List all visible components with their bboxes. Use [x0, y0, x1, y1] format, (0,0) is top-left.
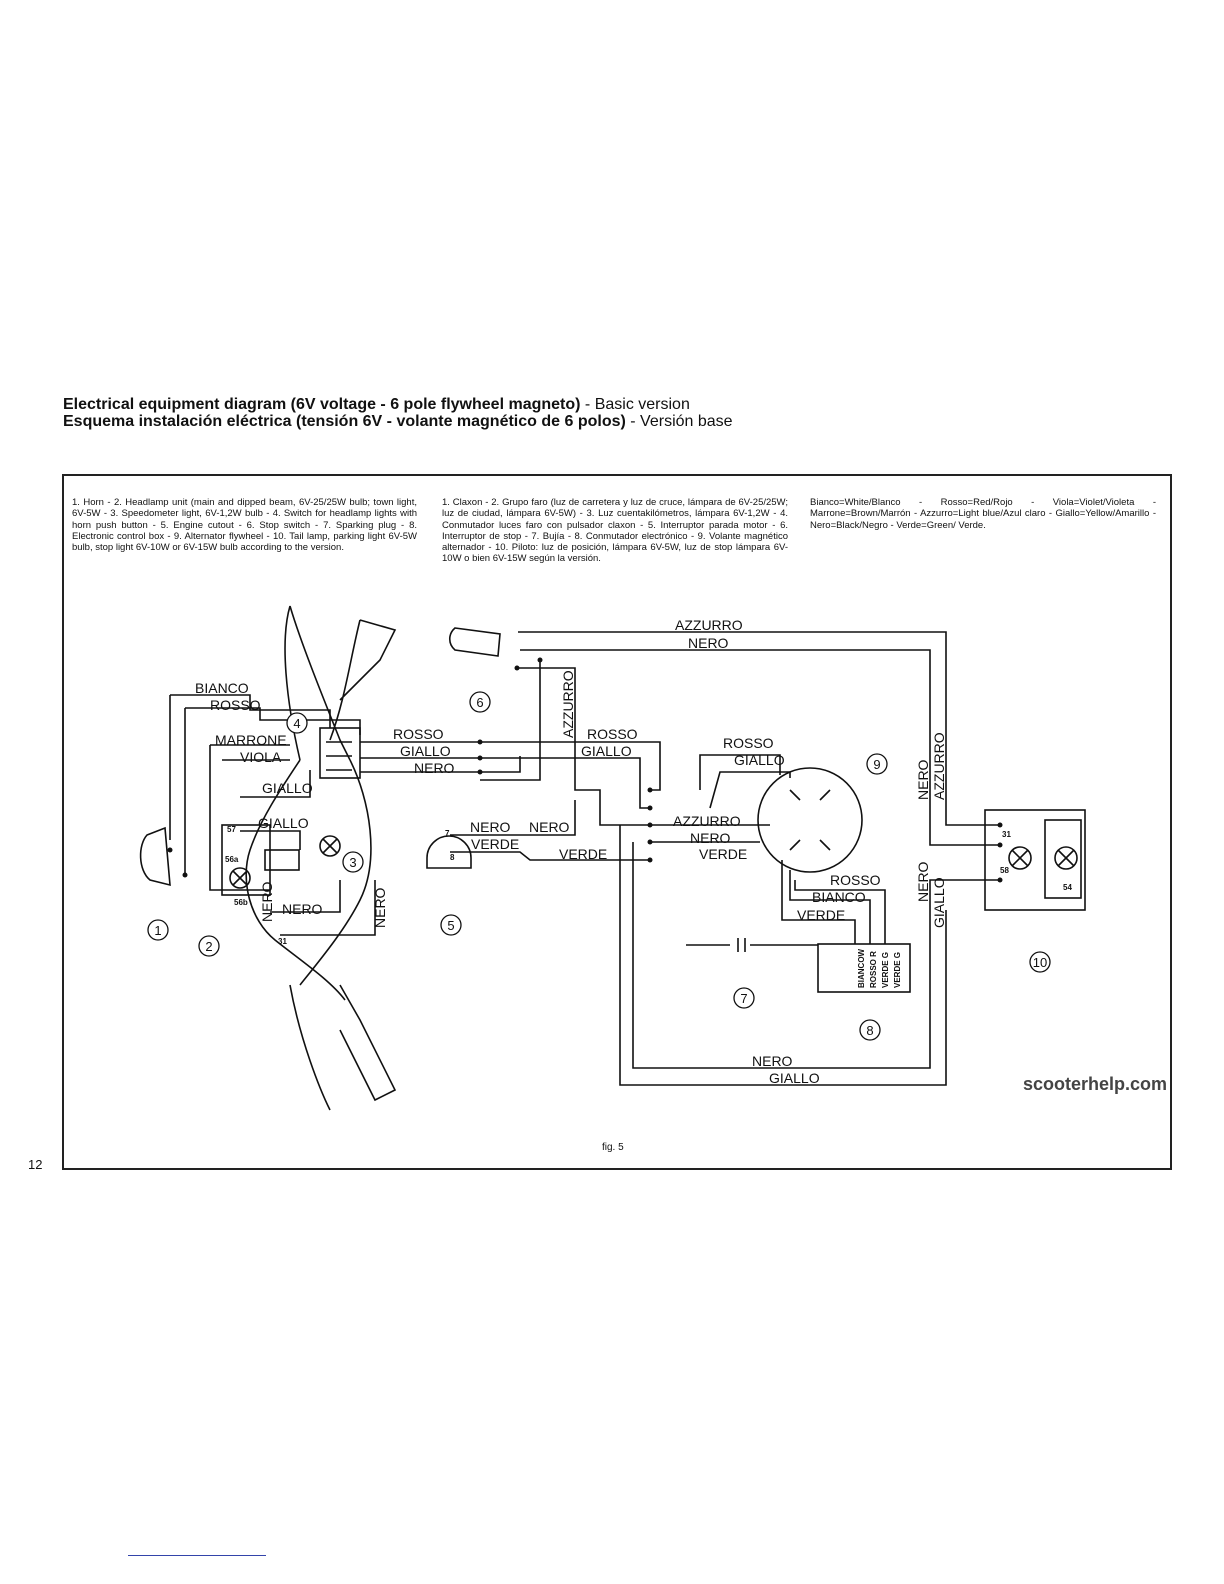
legend-english: 1. Horn - 2. Headlamp unit (main and dip…: [72, 497, 417, 554]
component-8-number: 8: [866, 1023, 873, 1038]
wire-label-verde-d: VERDE: [797, 907, 845, 923]
wire-label-giallo-d: GIALLO: [581, 743, 632, 759]
handlebar-outline: [284, 605, 397, 761]
wire-label-rosso-a: ROSSO: [393, 726, 444, 742]
engine-cutout: [426, 835, 472, 869]
component-10-number: 10: [1033, 955, 1047, 970]
diagram-frame: [62, 474, 1172, 1170]
component-4-number: 4: [293, 716, 300, 731]
component-1-number: 1: [154, 923, 161, 938]
terminal-8: 8: [450, 853, 455, 862]
tail-lamp-box: [984, 809, 1086, 911]
wire-label-nero-d: NERO: [690, 830, 731, 846]
wire-label-giallo-vertical-tail: GIALLO: [931, 877, 947, 928]
wire-label-azzurro-top: AZZURRO: [675, 617, 743, 633]
wire-label-azzurro-vertical-right: AZZURRO: [931, 732, 947, 800]
figure-label: fig. 5: [602, 1142, 624, 1153]
wire-label-rosso-d: ROSSO: [830, 872, 881, 888]
wire-label-nero-top: NERO: [688, 635, 729, 651]
terminal-56b: 56b: [234, 898, 248, 907]
title-spanish: Esquema instalación eléctrica (tensión 6…: [63, 413, 733, 430]
watermark: scooterhelp.com: [1023, 1074, 1168, 1094]
component-6-number: 6: [476, 695, 483, 710]
wire-label-giallo-c: GIALLO: [400, 743, 451, 759]
stop-switch: [448, 627, 501, 657]
wire-label-verde-a: VERDE: [471, 836, 519, 852]
pin-label-verde-g-b: VERDE G: [893, 952, 902, 988]
switch-box: [319, 727, 361, 779]
component-5-number: 5: [447, 918, 454, 933]
wire-label-rosso-c: ROSSO: [723, 735, 774, 751]
footer-line: [128, 1555, 266, 1556]
wire-label-azzurro-vertical: AZZURRO: [560, 670, 576, 738]
component-2-number: 2: [205, 939, 212, 954]
terminal-7: 7: [445, 829, 450, 838]
legend-colors: Bianco=White/Blanco - Rosso=Red/Rojo - V…: [810, 497, 1156, 531]
wire-label-verde-b: VERDE: [559, 846, 607, 862]
terminal-31-headlamp: 31: [278, 937, 287, 946]
wire-label-viola: VIOLA: [240, 749, 282, 765]
wire-label-giallo-e: GIALLO: [734, 752, 785, 768]
wire-label-nero-b: NERO: [470, 819, 511, 835]
wire-label-nero-vertical-headlamp: NERO: [259, 881, 275, 922]
legend-spanish: 1. Claxon - 2. Grupo faro (luz de carret…: [442, 497, 788, 565]
headlamp-box: [221, 824, 271, 896]
terminal-57: 57: [227, 825, 236, 834]
terminal-58: 58: [1000, 866, 1009, 875]
wire-label-nero-vertical-tail: NERO: [915, 861, 931, 902]
wire-label-bianco-b: BIANCO: [812, 889, 866, 905]
terminal-56a: 56a: [225, 855, 239, 864]
wire-label-bianco: BIANCO: [195, 680, 249, 696]
title-english: Electrical equipment diagram (6V voltage…: [63, 396, 690, 413]
wire-label-azzurro-b: AZZURRO: [673, 813, 741, 829]
wire-label-giallo-bottom: GIALLO: [769, 1070, 820, 1086]
lamp-57: [229, 867, 251, 889]
wire-label-nero-bottom: NERO: [752, 1053, 793, 1069]
control-box: [817, 943, 911, 993]
spark-plug: [686, 938, 818, 952]
wire-label-giallo-a: GIALLO: [262, 780, 313, 796]
wire-label-rosso-left: ROSSO: [210, 697, 261, 713]
alternator-flywheel: [757, 767, 863, 873]
wire-label-nero-vertical-right: NERO: [915, 759, 931, 800]
page-number: 12: [28, 1157, 43, 1172]
wire-label-marrone: MARRONE: [215, 732, 287, 748]
wire-label-rosso-b: ROSSO: [587, 726, 638, 742]
wire-label-verde-c: VERDE: [699, 846, 747, 862]
pin-label-rosso-r: ROSSO R: [869, 951, 878, 988]
terminal-31-tail: 31: [1002, 830, 1011, 839]
horn-outline: [139, 826, 171, 887]
pin-label-verde-g-a: VERDE G: [881, 952, 890, 988]
speedometer-lamp: [319, 835, 341, 857]
component-3-number: 3: [349, 855, 356, 870]
wire-label-nero-e: NERO: [282, 901, 323, 917]
wire-label-nero-c: NERO: [529, 819, 570, 835]
component-9-number: 9: [873, 757, 880, 772]
wire-label-nero-a: NERO: [414, 760, 455, 776]
pin-label-biancow: BIANCOW: [857, 948, 866, 988]
component-7-number: 7: [740, 991, 747, 1006]
terminal-54: 54: [1063, 883, 1072, 892]
wire-label-nero-vertical-handlebar: NERO: [372, 887, 388, 928]
wire-label-giallo-b: GIALLO: [258, 815, 309, 831]
